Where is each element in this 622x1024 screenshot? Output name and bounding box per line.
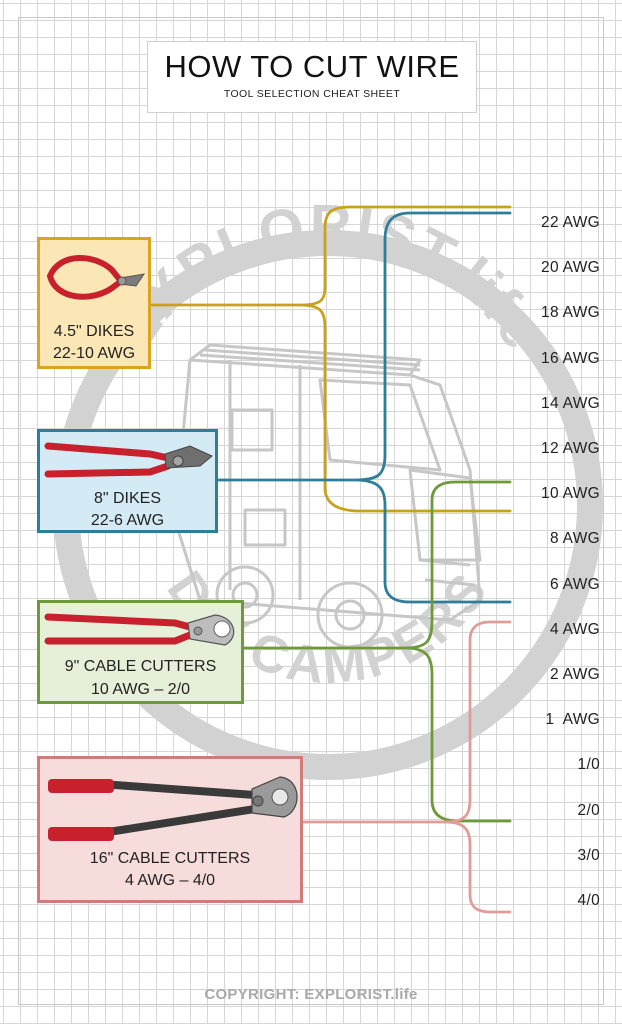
gauge-label: 4/0 <box>577 892 600 909</box>
tool-card-small-dikes: 4.5" DIKES 22-10 AWG <box>37 237 151 369</box>
gauge-label: 4 AWG <box>549 620 600 638</box>
gauge-label: 14 AWG <box>541 394 600 412</box>
gauge-label: 16 AWG <box>541 349 600 367</box>
cable-cutters-icon <box>44 613 235 646</box>
title-box: HOW TO CUT WIRE TOOL SELECTION CHEAT SHE… <box>147 41 477 113</box>
tool-range: 4 AWG – 4/0 <box>124 872 216 889</box>
gauge-label: 6 AWG <box>549 575 600 593</box>
tool-name: 8" DIKES <box>93 490 162 507</box>
long-cable-cutters-icon <box>48 776 298 841</box>
tool-name: 4.5" DIKES <box>53 323 135 340</box>
tool-name: 16" CABLE CUTTERS <box>89 850 251 867</box>
tool-range: 22-6 AWG <box>90 512 165 529</box>
gauge-label: 3/0 <box>577 846 600 864</box>
wire-cable-cutters <box>243 480 512 823</box>
tool-card-cable-cutters: 9" CABLE CUTTERS 10 AWG – 2/0 <box>37 600 244 704</box>
gauge-label: 22 AWG <box>541 214 600 231</box>
page-title: HOW TO CUT WIRE <box>164 49 460 84</box>
wire-long-cable-cutters <box>301 620 512 914</box>
gauge-label: 20 AWG <box>541 259 600 277</box>
tool-range: 22-10 AWG <box>52 345 136 362</box>
tool-range: 10 AWG – 2/0 <box>90 681 190 698</box>
gauge-label: 12 AWG <box>541 440 600 457</box>
gauge-label: 2 AWG <box>549 666 600 683</box>
gauge-label: 10 AWG <box>541 485 600 503</box>
gauge-label: 1 AWG <box>545 711 600 729</box>
copyright-footer: COPYRIGHT: EXPLORIST.life <box>204 986 418 1003</box>
gauge-label: 18 AWG <box>541 304 600 322</box>
gauge-label: 2/0 <box>577 801 600 819</box>
diagonal-cutters-icon <box>44 442 213 478</box>
gauge-label: 1/0 <box>577 756 600 774</box>
tool-card-long-cable-cutters: 16" CABLE CUTTERS 4 AWG – 4/0 <box>37 756 303 903</box>
tool-card-medium-dikes: 8" DIKES 22-6 AWG <box>37 429 218 533</box>
small-dikes-icon <box>47 255 146 300</box>
page-subtitle: TOOL SELECTION CHEAT SHEET <box>223 88 401 100</box>
gauge-label: 8 AWG <box>549 530 600 548</box>
tool-name: 9" CABLE CUTTERS <box>64 658 217 675</box>
wire-small-dikes <box>150 205 512 513</box>
wire-medium-dikes <box>216 211 512 604</box>
